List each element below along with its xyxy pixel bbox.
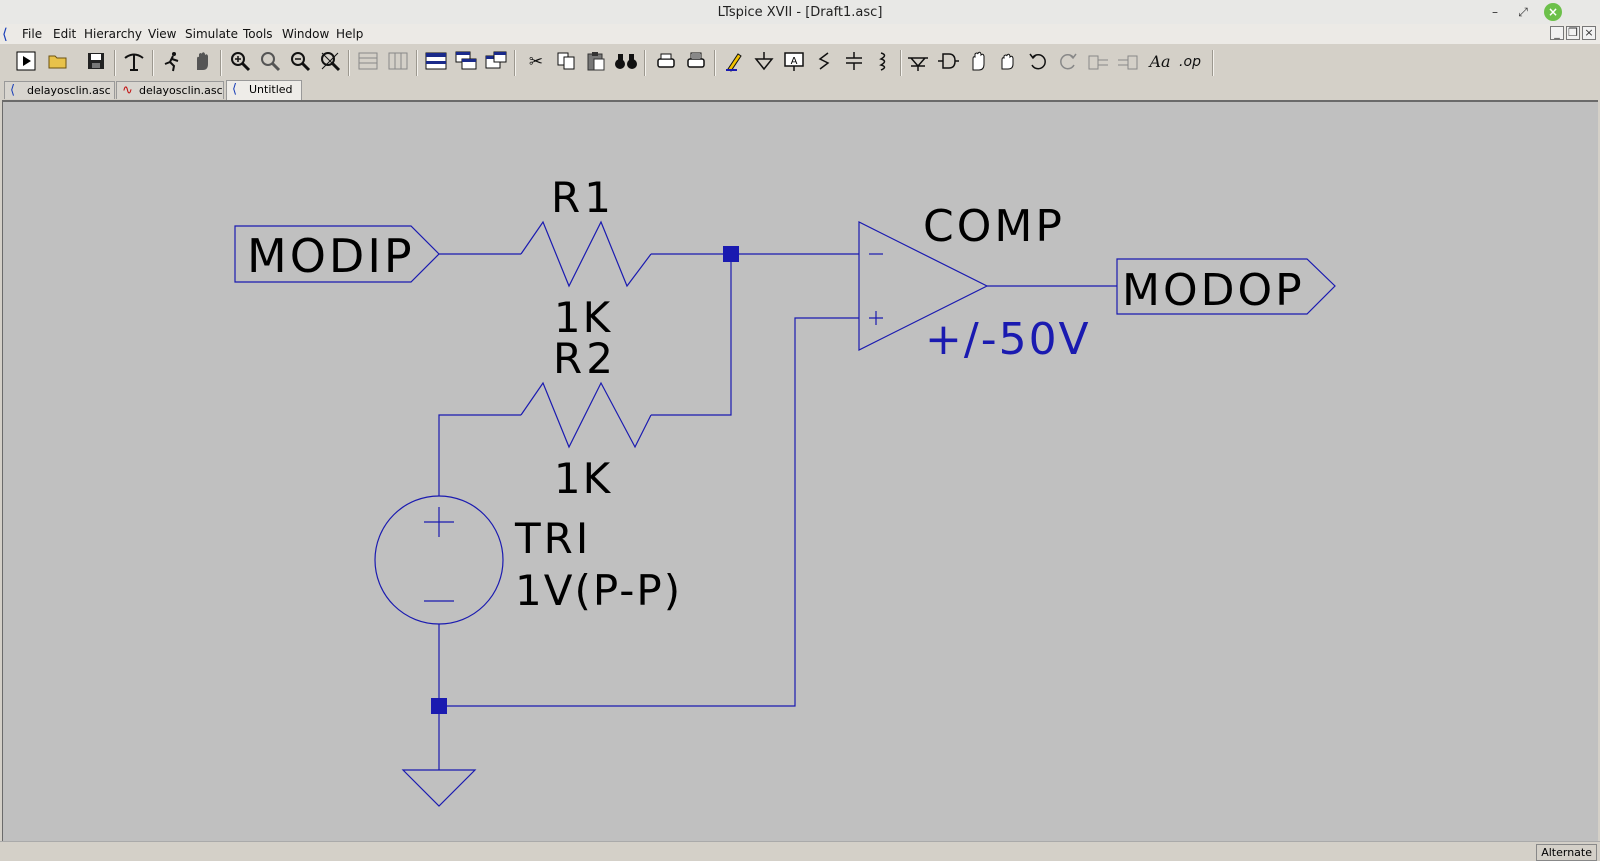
port-modip[interactable] [234, 225, 440, 283]
menu-bar: ⟨ File Edit Hierarchy View Simulate Tool… [0, 24, 1600, 44]
run-icon[interactable] [14, 50, 38, 74]
resistor-r2[interactable] [520, 381, 652, 449]
control-panel-icon[interactable] [122, 50, 146, 74]
junction-dot [723, 246, 739, 262]
mdi-minimize-icon[interactable]: _ [1550, 26, 1564, 40]
port-label-modip: MODIP [247, 229, 415, 283]
copy-icon[interactable] [554, 50, 578, 74]
junction-dot [431, 698, 447, 714]
wire[interactable] [439, 317, 859, 707]
schematic-canvas[interactable]: MODIP MODOP R1 1K R2 1K COMP +/-50V TRI … [2, 100, 1598, 841]
inductor-icon[interactable] [872, 50, 896, 74]
menu-hierarchy[interactable]: Hierarchy [84, 27, 143, 41]
drag-icon[interactable] [996, 50, 1020, 74]
mirror-icon[interactable] [1116, 50, 1140, 74]
close-icon[interactable]: × [1544, 3, 1562, 21]
opamp-comp[interactable] [858, 221, 989, 351]
ground-symbol[interactable] [401, 769, 477, 807]
open-folder-icon[interactable] [46, 50, 70, 74]
tab-untitled[interactable]: ⟨ Untitled [226, 80, 302, 100]
waveform-icon: ∿ [122, 83, 133, 98]
svg-text:A: A [791, 56, 798, 67]
menu-help[interactable]: Help [336, 27, 364, 41]
port-label-modop: MODOP [1122, 265, 1305, 316]
resistor-icon[interactable] [812, 50, 836, 74]
tab-label: Untitled [249, 83, 293, 96]
spice-directive-icon[interactable]: .op [1179, 54, 1201, 70]
toolbar: ✂ A [0, 44, 1600, 81]
zoom-pan-icon[interactable] [258, 50, 282, 74]
port-modop[interactable] [1116, 258, 1336, 315]
r2-name: R2 [553, 334, 617, 383]
paste-icon[interactable] [584, 50, 608, 74]
wire[interactable] [651, 254, 732, 416]
comp-value: +/-50V [925, 314, 1091, 365]
print-icon[interactable] [654, 50, 678, 74]
status-mode: Alternate [1536, 844, 1597, 861]
minimize-icon[interactable]: – [1492, 5, 1498, 19]
tile-windows-icon[interactable] [454, 50, 478, 74]
source-value: 1V(P-P) [515, 566, 682, 615]
component-icon[interactable] [936, 50, 960, 74]
tab-delayosclin-schematic[interactable]: ⟨ delayosclin.asc [4, 81, 115, 99]
menu-file[interactable]: File [22, 27, 43, 41]
zoom-fit-icon[interactable] [318, 50, 342, 74]
zoom-in-icon[interactable] [228, 50, 252, 74]
menu-edit[interactable]: Edit [53, 27, 77, 41]
menu-simulate[interactable]: Simulate [185, 27, 239, 41]
diode-icon[interactable] [906, 50, 930, 74]
close-all-icon[interactable] [484, 50, 508, 74]
schematic-icon: ⟨ [10, 83, 16, 98]
tab-label: delayosclin.asc [139, 84, 223, 97]
menu-tools[interactable]: Tools [243, 27, 273, 41]
maximize-icon[interactable]: ⤢ [1518, 5, 1528, 19]
redo-icon[interactable] [1056, 50, 1080, 74]
label-net-icon[interactable]: A [782, 50, 806, 74]
tab-label: delayosclin.asc [27, 84, 111, 97]
opamp-plus-sign [869, 311, 883, 325]
resistor-r1[interactable] [520, 220, 652, 288]
schematic-drawing[interactable]: MODIP MODOP R1 1K R2 1K COMP +/-50V TRI … [3, 102, 1597, 841]
wire-icon[interactable] [722, 50, 746, 74]
tab-bar: ⟨ delayosclin.asc ∿ delayosclin.asc ⟨ Un… [0, 80, 1600, 100]
ground-icon[interactable] [752, 50, 776, 74]
stop-icon[interactable] [190, 50, 214, 74]
source-name: TRI [514, 514, 591, 563]
save-icon[interactable] [84, 50, 108, 74]
r2-value: 1K [554, 454, 612, 503]
window-title: LTspice XVII - [Draft1.asc] [717, 5, 883, 20]
print-setup-icon[interactable] [684, 50, 708, 74]
halt-icon[interactable] [160, 50, 184, 74]
wire[interactable] [438, 414, 521, 496]
r1-name: R1 [551, 173, 615, 222]
tile-horizontal-icon[interactable] [356, 50, 380, 74]
rotate-icon[interactable] [1086, 50, 1110, 74]
comp-name: COMP [923, 201, 1065, 252]
undo-icon[interactable] [1026, 50, 1050, 74]
mdi-controls: _❐× [1548, 26, 1596, 42]
mdi-close-icon[interactable]: × [1582, 26, 1596, 40]
source-plus-sign [424, 507, 454, 537]
ltspice-logo-icon[interactable]: ⟨ [2, 25, 8, 43]
menu-view[interactable]: View [148, 27, 177, 41]
title-bar: LTspice XVII - [Draft1.asc] – ⤢ × [0, 0, 1600, 25]
menu-window[interactable]: Window [282, 27, 330, 41]
capacitor-icon[interactable] [842, 50, 866, 74]
zoom-out-icon[interactable] [288, 50, 312, 74]
tab-delayosclin-waveform[interactable]: ∿ delayosclin.asc [116, 81, 224, 99]
text-icon[interactable]: Aa [1149, 52, 1171, 71]
r1-value: 1K [554, 293, 612, 342]
cascade-icon[interactable] [424, 50, 448, 74]
tile-vertical-icon[interactable] [386, 50, 410, 74]
mdi-restore-icon[interactable]: ❐ [1566, 26, 1580, 40]
cut-icon[interactable]: ✂ [528, 52, 544, 72]
find-icon[interactable] [614, 50, 638, 74]
status-bar: Alternate [0, 841, 1600, 861]
move-icon[interactable] [966, 50, 990, 74]
schematic-icon: ⟨ [232, 82, 238, 97]
